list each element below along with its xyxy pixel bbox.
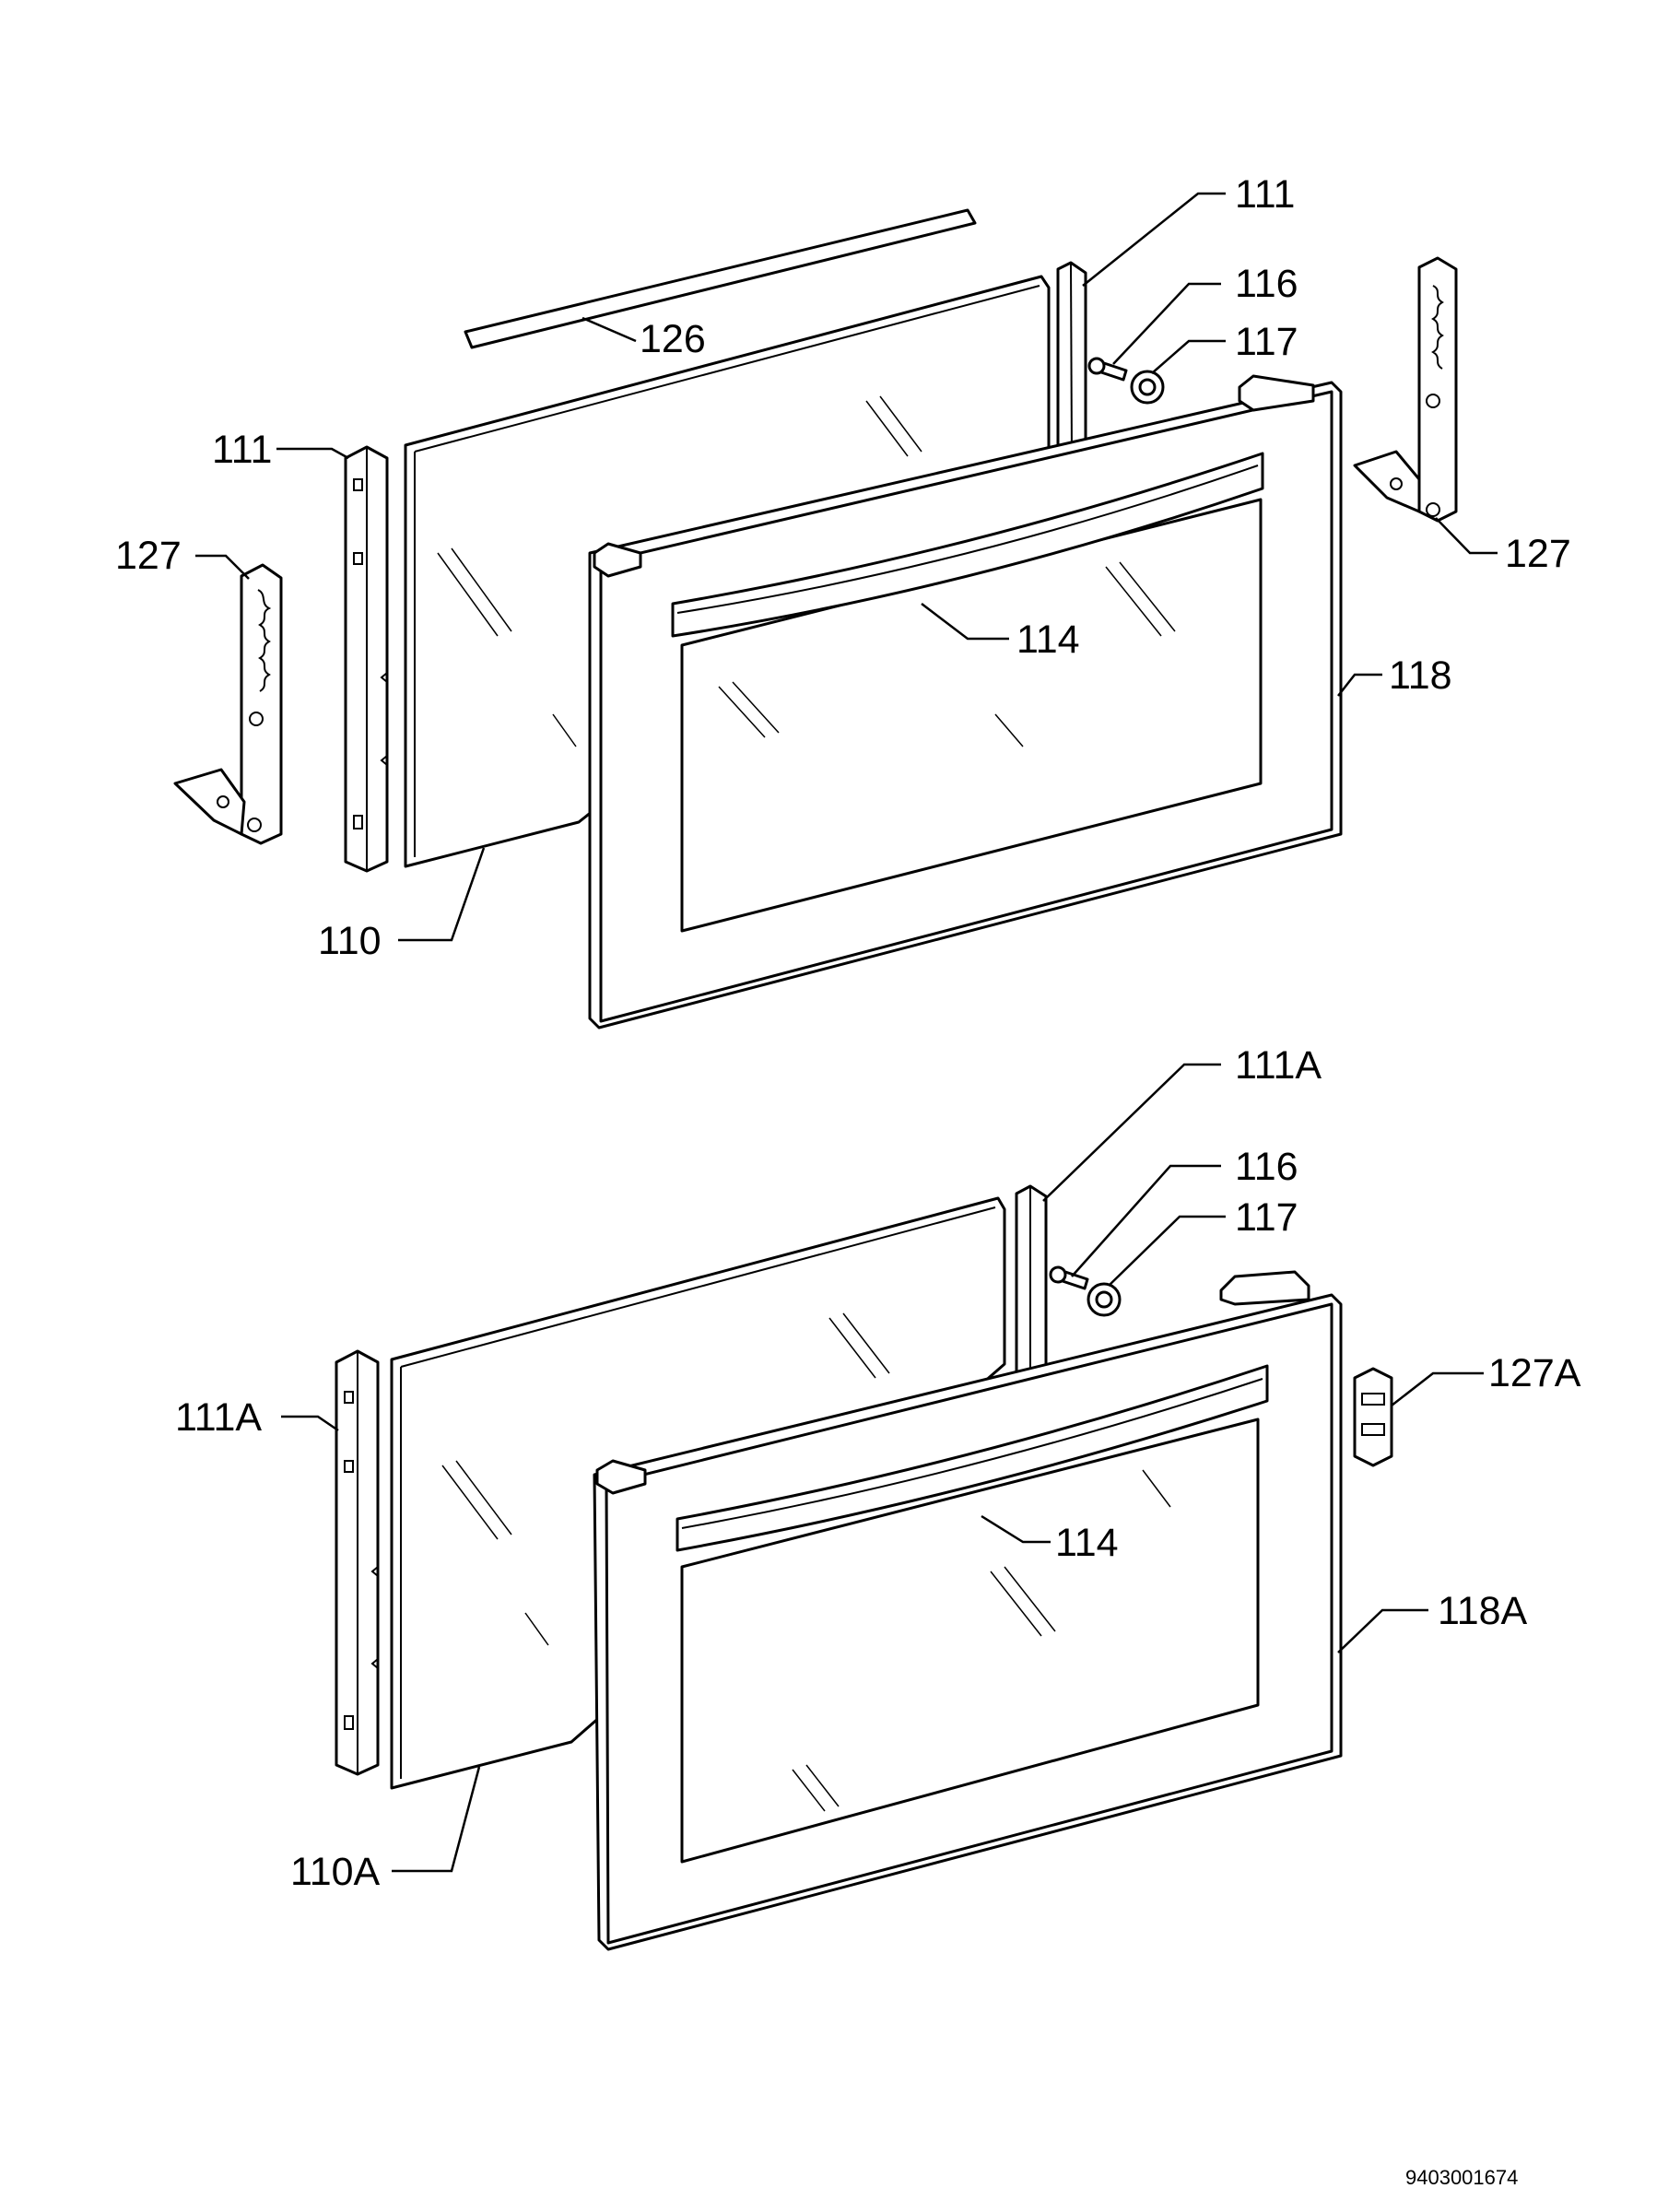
- label-110: 110: [318, 919, 382, 963]
- part-118-outer-door: [588, 374, 1343, 1030]
- leader-127A: [1391, 1371, 1484, 1406]
- leader-127-left: [195, 554, 250, 580]
- label-116: 116: [1235, 262, 1298, 306]
- part-126-seal-strip: [464, 208, 977, 349]
- part-118A-outer-door: [593, 1270, 1343, 1951]
- label-111A-right: 111A: [1235, 1043, 1322, 1088]
- part-117-bushing: [1130, 370, 1165, 405]
- part-127A-latch: [1353, 1367, 1393, 1467]
- leader-110A: [392, 1766, 481, 1873]
- label-117-lower: 117: [1235, 1195, 1298, 1240]
- part-111A-left-profile: [335, 1349, 380, 1776]
- label-118: 118: [1389, 653, 1452, 698]
- part-127-left-hinge: [173, 563, 283, 845]
- label-110A: 110A: [290, 1850, 381, 1894]
- leader-118A: [1337, 1608, 1428, 1653]
- leader-110: [398, 847, 486, 942]
- leader-118: [1337, 673, 1382, 697]
- document-id: 9403001674: [1405, 2166, 1518, 2189]
- part-127-right-hinge: [1353, 256, 1458, 523]
- lower-assembly: 111A 116 117 127A 111A 114 118A 110A: [175, 1043, 1581, 1951]
- part-114-handle-lower: [676, 1364, 1269, 1552]
- leader-126: [582, 316, 637, 343]
- label-117: 117: [1235, 320, 1298, 364]
- label-111A-left: 111A: [175, 1395, 262, 1440]
- part-111-right-profile: [1056, 261, 1087, 458]
- part-114-handle: [671, 452, 1264, 638]
- upper-assembly: 111 116 117 126 111 127 127 114 118 110: [115, 172, 1571, 1030]
- label-127A: 127A: [1488, 1351, 1581, 1395]
- part-111-left-profile: [344, 445, 389, 873]
- leader-117-lower: [1108, 1215, 1226, 1287]
- label-118A: 118A: [1438, 1589, 1528, 1633]
- leader-127-right: [1435, 517, 1498, 555]
- part-117-bushing-lower: [1087, 1282, 1122, 1317]
- label-116-lower: 116: [1235, 1145, 1298, 1189]
- leader-111-right: [1082, 192, 1226, 287]
- label-111-right: 111: [1235, 172, 1295, 217]
- label-114-upper: 114: [1016, 618, 1080, 662]
- leader-111A-left: [281, 1415, 339, 1432]
- label-126: 126: [640, 317, 706, 361]
- label-127-left: 127: [115, 534, 182, 578]
- leader-117: [1151, 339, 1226, 374]
- leader-116: [1112, 282, 1221, 365]
- part-116-screw-lower: [1049, 1265, 1089, 1290]
- part-111A-right-profile: [1015, 1184, 1048, 1380]
- leader-114-lower: [981, 1514, 1051, 1544]
- leader-111A-right: [1042, 1063, 1221, 1202]
- label-111-left: 111: [212, 428, 272, 472]
- label-127-right: 127: [1505, 532, 1571, 576]
- leader-111-left: [276, 447, 349, 460]
- part-116-screw: [1087, 357, 1128, 382]
- leader-116-lower: [1071, 1164, 1221, 1277]
- leader-114-upper: [921, 603, 1009, 641]
- label-114-lower: 114: [1055, 1521, 1119, 1565]
